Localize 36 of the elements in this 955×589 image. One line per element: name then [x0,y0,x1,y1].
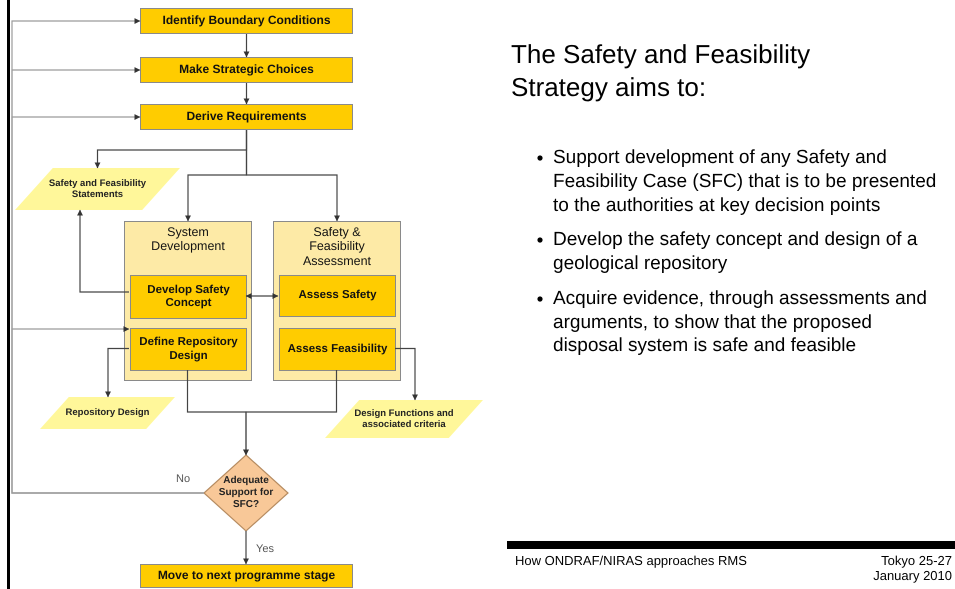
process-box: Move to next programme stage [140,564,353,588]
footer-date: Tokyo 25-27 January 2010 [872,554,952,584]
connector-arrow [243,370,338,456]
bullet-point: Acquire evidence, through assessments and arguments, to show that the proposed disposal system is safe and feasible [553,288,927,356]
footer-text: How ONDRAF/NIRAS approaches RMS [515,554,747,569]
process-box: Assess Feasibility [279,328,396,371]
connector-arrow [11,326,204,494]
connector-arrow [244,34,250,58]
connector-arrow [246,293,278,299]
slide-title: The Safety and Feasibility Strategy aims to: [511,38,812,103]
bullet-point: Develop the safety concept and design of a geological repository [553,229,918,274]
group-heading: System Development [150,225,226,254]
connector-arrow [105,348,129,398]
data-parallelogram [325,400,483,438]
node-label: Adequate Support for SFC? [218,475,274,511]
group-box [124,221,252,381]
connector-arrow [243,531,249,564]
group-heading: Safety & Feasibility Assessment [302,225,372,268]
bullet-point: Support development of any Safety and Feasibility Case (SFC) that is to be presented to the authorities at key decision points [553,147,936,216]
node-label: Safety and Feasibility Statements [48,178,148,200]
process-box: Define Repository Design [130,328,247,371]
connector-arrow [244,83,250,104]
connector-arrow [395,348,418,400]
data-parallelogram [40,397,175,429]
node-label: Repository Design [66,407,150,419]
process-box: Identify Boundary Conditions [140,8,353,34]
process-box: Derive Requirements [140,104,353,130]
data-parallelogram [15,168,180,210]
process-box: Assess Safety [279,275,396,317]
process-box: Make Strategic Choices [140,57,353,83]
process-box: Develop Safety Concept [130,275,247,319]
connector-arrow [246,130,340,222]
connector-arrow [77,210,129,293]
group-box [273,221,401,381]
decision-diamond [204,455,288,531]
node-label: Design Functions and associated criteria [353,408,455,430]
